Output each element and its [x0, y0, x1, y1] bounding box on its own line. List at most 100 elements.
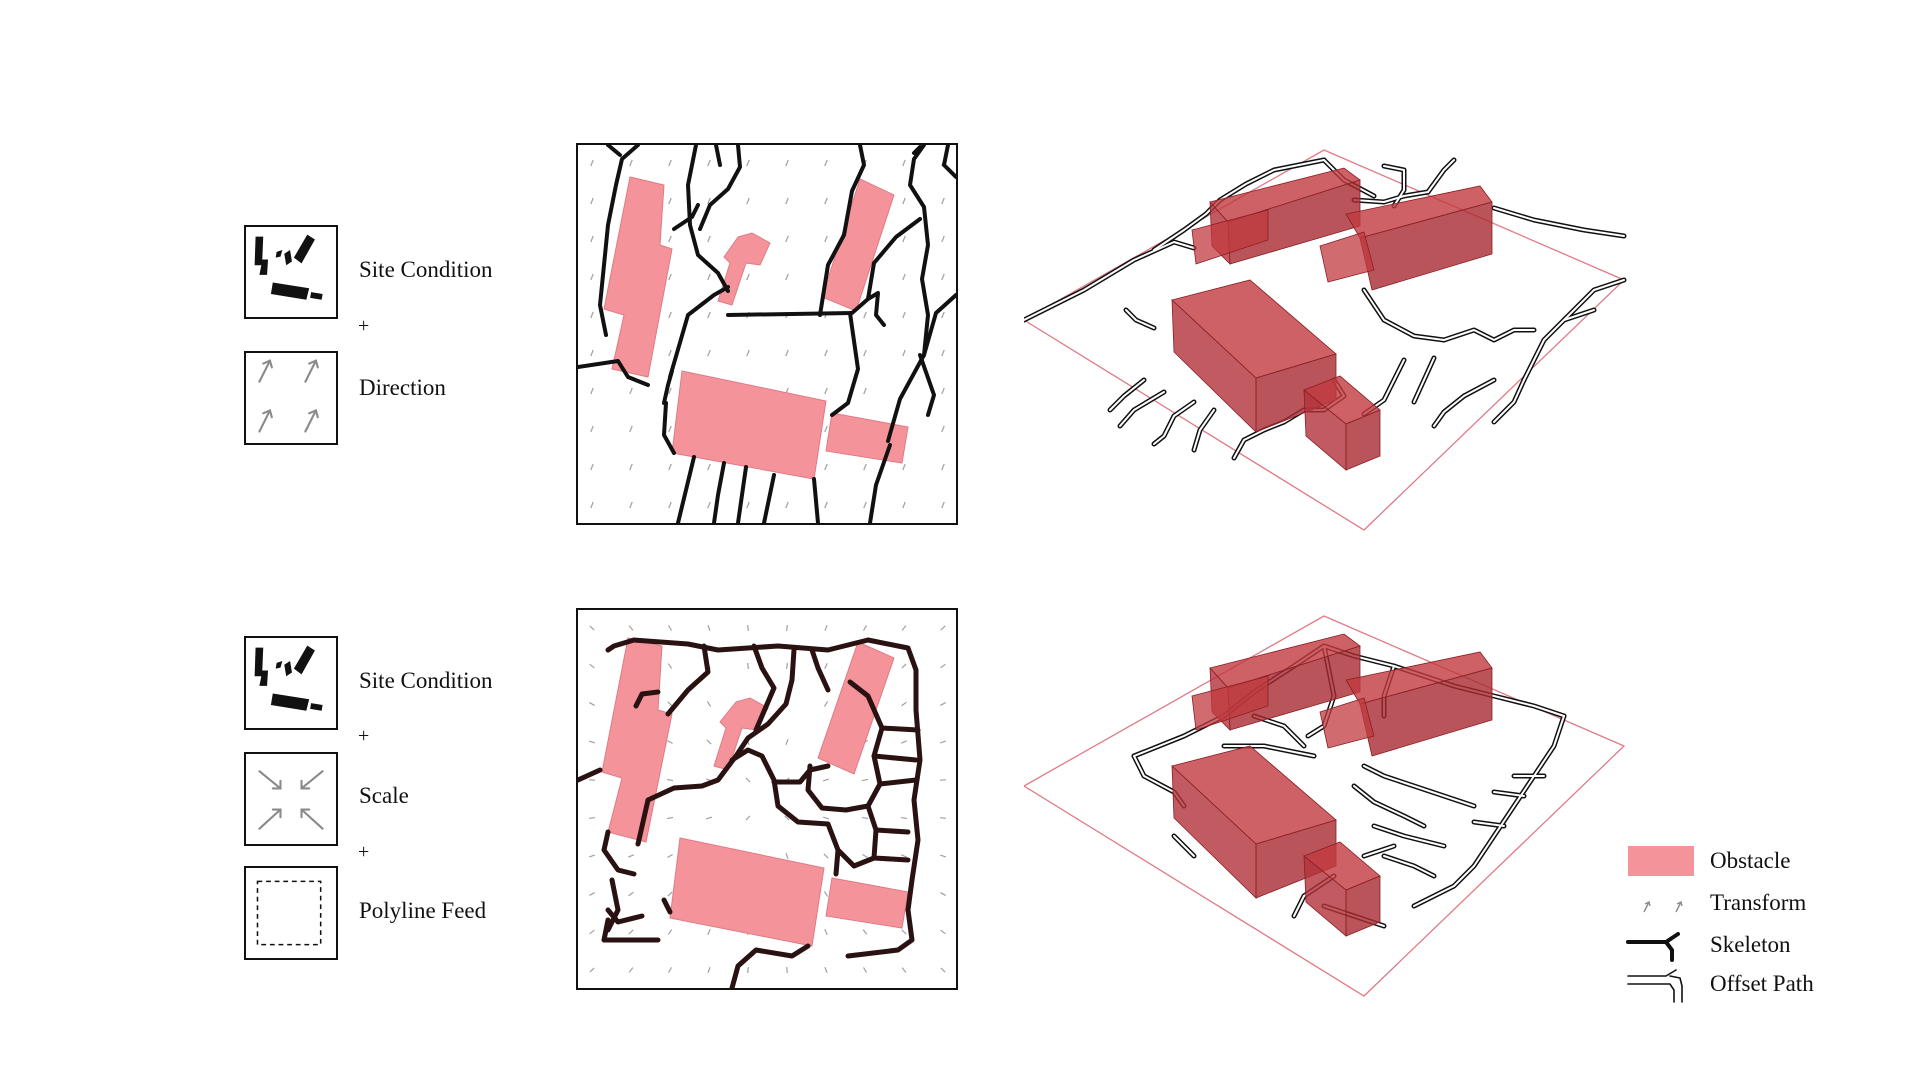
transform-arrow — [706, 701, 712, 707]
skeleton-plan-direction — [576, 143, 958, 525]
transform-arrow — [589, 702, 595, 706]
transform-arrow — [667, 929, 673, 935]
transform-arrow — [668, 387, 672, 395]
transform-arrow — [863, 311, 867, 319]
transform-arrow — [902, 197, 906, 205]
transform-arrow — [941, 273, 945, 281]
transform-arrow — [628, 929, 634, 935]
site-condition-icon — [244, 636, 338, 730]
transform-arrow — [940, 702, 946, 706]
transform-arrow — [588, 854, 596, 858]
transform-arrow — [666, 778, 674, 782]
transform-arrow — [900, 854, 908, 858]
transform-arrow — [902, 463, 906, 471]
plus-sign: + — [358, 315, 370, 337]
transform-arrow — [861, 778, 869, 782]
transform-arrow — [589, 663, 595, 669]
transform-arrow — [785, 159, 789, 167]
transform-arrow — [707, 197, 711, 205]
transform-arrow — [824, 349, 828, 357]
transform-arrow — [746, 662, 750, 670]
transform-arrow — [588, 740, 596, 744]
transform-arrow — [667, 663, 673, 669]
transform-arrow — [824, 663, 828, 669]
transform-arrow — [667, 853, 673, 859]
transform-arrow — [668, 425, 672, 433]
transform-arrow — [785, 738, 789, 746]
transform-arrow — [668, 273, 672, 281]
plus-sign: + — [358, 725, 370, 747]
transform-arrow — [590, 387, 594, 395]
transform-arrow — [941, 425, 945, 433]
legend-label-transform: Transform — [1710, 890, 1807, 915]
transform-arrow — [940, 625, 946, 631]
transform-arrow — [862, 929, 868, 935]
transform-arrow — [629, 387, 633, 395]
transform-arrow — [707, 463, 711, 471]
transform-arrow — [824, 159, 828, 167]
transform-arrow — [939, 854, 947, 858]
transform-arrow — [939, 817, 947, 819]
transform-arrow — [588, 817, 596, 819]
transform-arrow — [707, 624, 711, 632]
transform-arrow — [667, 625, 673, 631]
transform-arrow — [863, 501, 867, 509]
scale-arrows-icon — [244, 752, 338, 846]
transform-arrow — [824, 929, 828, 935]
transform-arrow — [668, 349, 672, 357]
transform-arrow — [746, 501, 750, 509]
transform-arrow — [590, 311, 594, 319]
transform-arrow — [941, 349, 945, 357]
transform-arrow — [824, 624, 828, 632]
transform-arrow — [589, 967, 595, 973]
transform-arrow — [707, 501, 711, 509]
transform-arrow — [863, 349, 867, 357]
transform-arrow — [628, 625, 634, 631]
transform-arrow — [706, 739, 712, 745]
transform-arrow — [939, 740, 947, 744]
transform-arrow — [941, 501, 945, 509]
obstacles — [603, 176, 909, 480]
plus-sign: + — [358, 841, 370, 863]
transform-arrow — [822, 778, 830, 782]
transform-arrow — [784, 815, 790, 821]
input-label-polyline-feed: Polyline Feed — [359, 898, 487, 923]
transform-arrow — [590, 463, 594, 471]
transform-arrow — [590, 235, 594, 243]
transform-arrow — [667, 701, 673, 707]
transform-arrow — [785, 501, 789, 509]
legend-label-skeleton: Skeleton — [1710, 932, 1791, 957]
skeleton-lines — [578, 637, 923, 988]
transform-arrow — [667, 891, 673, 897]
transform-arrow — [863, 463, 867, 471]
isometric-view-direction — [1024, 140, 1634, 540]
transform-arrow — [746, 349, 750, 357]
transform-arrow — [668, 463, 672, 471]
transform-arrow — [786, 624, 788, 632]
input-label-direction: Direction — [359, 375, 446, 400]
legend-label-offset-path: Offset Path — [1710, 971, 1814, 996]
isometric-view-scale — [1024, 606, 1634, 1006]
transform-arrow — [785, 852, 789, 860]
transform-arrow — [940, 892, 946, 896]
transform-arrow — [707, 929, 711, 935]
transform-arrow — [862, 967, 868, 973]
transform-arrow — [941, 235, 945, 243]
transform-arrow — [668, 235, 672, 243]
transform-arrow — [861, 816, 869, 820]
transform-arrow — [668, 501, 672, 509]
transform-arrow — [824, 387, 828, 395]
transform-arrow — [590, 159, 594, 167]
transform-arrow — [862, 625, 868, 631]
transform-arrow — [590, 349, 594, 357]
obstacles — [601, 637, 909, 947]
transform-arrow — [900, 816, 908, 820]
transform-arrow — [941, 463, 945, 471]
transform-arrow — [707, 349, 711, 357]
direction-arrows-icon — [244, 351, 338, 445]
transform-arrow — [823, 853, 829, 859]
transform-arrow — [823, 701, 829, 707]
transform-arrow — [746, 197, 750, 205]
transform-arrow — [941, 387, 945, 395]
3d-obstacles — [1171, 167, 1493, 471]
